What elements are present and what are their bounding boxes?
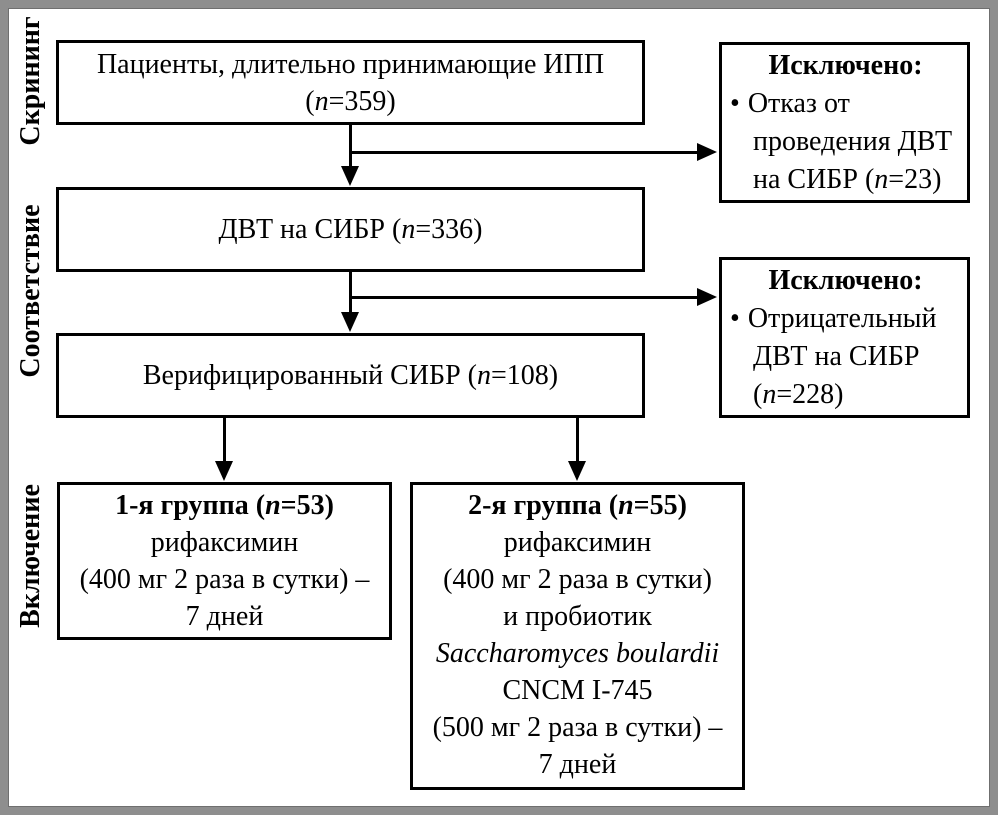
arrowhead-down-icon [568, 461, 586, 481]
group-2-probiotic-species: Saccharomyces boulardii [435, 638, 720, 669]
group-1-dose: (400 мг 2 раза в сутки) – [79, 564, 370, 595]
n-symbol: n [265, 490, 281, 521]
group-2-dose: (400 мг 2 раза в сутки) [443, 564, 712, 595]
excluded-item-line1: •Отрицательный [730, 300, 961, 338]
box-breath-test-label: ДВТ на СИБР (n=336) [219, 211, 483, 248]
n-symbol: n [618, 490, 634, 521]
box-breath-test: ДВТ на СИБР (n=336) [56, 187, 645, 272]
group-2-duration: 7 дней [538, 749, 617, 780]
arrowhead-right-icon [697, 143, 717, 161]
excluded-item-line2: ДВТ на СИБР [753, 341, 920, 372]
group-1-drug: рифаксимин [150, 527, 299, 558]
label-text: на СИБР ( [753, 164, 875, 195]
n-symbol: n [874, 164, 889, 195]
count-value: =55) [633, 490, 687, 521]
excluded-item-line1: •Отказ от [730, 85, 961, 123]
stage-label-eligibility: Соответствие [15, 204, 46, 378]
label-text: Верифицированный СИБР ( [142, 360, 477, 391]
excluded-reason-text: Отрицательный [747, 303, 937, 334]
excluded-item-line3: на СИБР (n=23) [730, 161, 961, 199]
count-value: =53) [280, 490, 334, 521]
group-1-title: 1-я группа (n=53) [60, 487, 389, 524]
excluded-reason-text: Отказ от [747, 88, 850, 119]
n-symbol: n [401, 214, 416, 245]
excluded-title: Исключено: [768, 265, 923, 296]
arrowhead-right-icon [697, 288, 717, 306]
connector-verified-to-group-2 [576, 418, 579, 464]
box-patients-on-ppi: Пациенты, длительно принимающие ИПП (n=3… [56, 40, 645, 125]
group-2-title: 2-я группа (n=55) [413, 487, 742, 524]
n-symbol: n [476, 360, 491, 391]
paren-open: ( [305, 85, 315, 117]
count-value: =336) [415, 214, 483, 245]
connector-patients-to-dbt [349, 125, 352, 170]
box-group-1-rifaximin: 1-я группа (n=53) рифаксимин (400 мг 2 р… [57, 482, 392, 640]
box-excluded-refused-test: Исключено: •Отказ от проведения ДВТ на С… [719, 42, 970, 203]
group-2-probiotic-label: и пробиотик [503, 601, 652, 632]
connector-to-excluded-1 [349, 151, 699, 154]
group-2-probiotic-dose: (500 мг 2 раза в сутки) – [432, 712, 723, 743]
box-verified-sibo: Верифицированный СИБР (n=108) [56, 333, 645, 418]
connector-to-excluded-2 [349, 296, 699, 299]
box-verified-sibo-label: Верифицированный СИБР (n=108) [143, 357, 558, 394]
stage-label-screening: Скрининг [15, 16, 46, 146]
label-text: ( [753, 379, 763, 410]
arrowhead-down-icon [215, 461, 233, 481]
connector-verified-to-group-1 [223, 418, 226, 464]
label-text: ДВТ на СИБР ( [218, 214, 402, 245]
excluded-title: Исключено: [768, 50, 923, 81]
label-text: 2-я группа ( [468, 490, 619, 521]
excluded-item-line2: проведения ДВТ [753, 126, 953, 157]
label-text: 1-я группа ( [115, 490, 266, 521]
count-value: =359) [328, 85, 396, 117]
group-1-duration: 7 дней [185, 601, 264, 632]
arrowhead-down-icon [341, 166, 359, 186]
count-value: =108) [490, 360, 559, 391]
connector-dbt-to-verified [349, 272, 352, 316]
box-patients-line1: Пациенты, длительно принимающие ИПП [96, 48, 605, 80]
box-group-2-rifaximin-probiotic: 2-я группа (n=55) рифаксимин (400 мг 2 р… [410, 482, 745, 790]
stage-label-inclusion: Включение [15, 484, 46, 628]
bullet-icon: • [730, 88, 740, 119]
count-value: =228) [776, 379, 844, 410]
count-value: =23) [888, 164, 942, 195]
box-excluded-negative-test: Исключено: •Отрицательный ДВТ на СИБР (n… [719, 257, 970, 418]
n-symbol: n [762, 379, 777, 410]
bullet-icon: • [730, 303, 740, 334]
box-patients-count: (n=359) [305, 83, 395, 120]
n-symbol: n [314, 85, 329, 117]
group-2-strain: CNCM I-745 [502, 675, 653, 706]
group-2-drug: рифаксимин [503, 527, 652, 558]
excluded-item-line3: (n=228) [730, 376, 961, 414]
arrowhead-down-icon [341, 312, 359, 332]
